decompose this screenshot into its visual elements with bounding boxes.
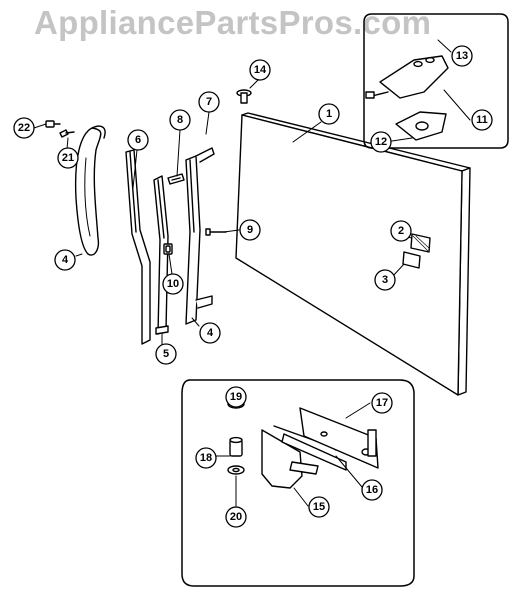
trim-strip <box>126 150 150 344</box>
callout-13: 13 <box>456 50 468 62</box>
watermark-text: AppliancePartsPros.com <box>34 4 432 41</box>
callout-20: 20 <box>230 511 242 523</box>
callout-8: 8 <box>177 114 183 126</box>
leader-lines <box>34 40 470 506</box>
door-panel <box>236 113 470 395</box>
callout-10: 10 <box>167 278 179 290</box>
callout-7: 7 <box>206 96 212 108</box>
callout-2: 2 <box>398 225 404 237</box>
channel-part-5 <box>154 176 168 334</box>
callout-12: 12 <box>375 136 387 148</box>
callout-17: 17 <box>376 397 388 409</box>
callout-19: 19 <box>230 391 242 403</box>
callout-11: 11 <box>476 114 488 126</box>
channel-part-4 <box>186 148 214 324</box>
callout-4-channel: 4 <box>207 327 214 339</box>
lower-inset <box>182 380 414 586</box>
callout-15: 15 <box>313 501 325 513</box>
screw-parts <box>46 121 74 137</box>
callout-22: 22 <box>18 122 30 134</box>
callout-6: 6 <box>135 134 141 146</box>
callout-5: 5 <box>163 348 169 360</box>
callout-16: 16 <box>366 484 378 496</box>
upper-inset <box>364 14 508 148</box>
callout-1: 1 <box>326 108 332 120</box>
callout-3: 3 <box>382 274 388 286</box>
callout-21: 21 <box>62 152 74 164</box>
callout-circles <box>14 46 492 527</box>
door-handle <box>76 126 105 255</box>
screw-9-stud-14 <box>206 90 251 235</box>
callout-18: 18 <box>200 452 212 464</box>
callout-9: 9 <box>247 224 253 236</box>
callout-4-handle: 4 <box>62 254 69 266</box>
callout-14: 14 <box>254 64 267 76</box>
